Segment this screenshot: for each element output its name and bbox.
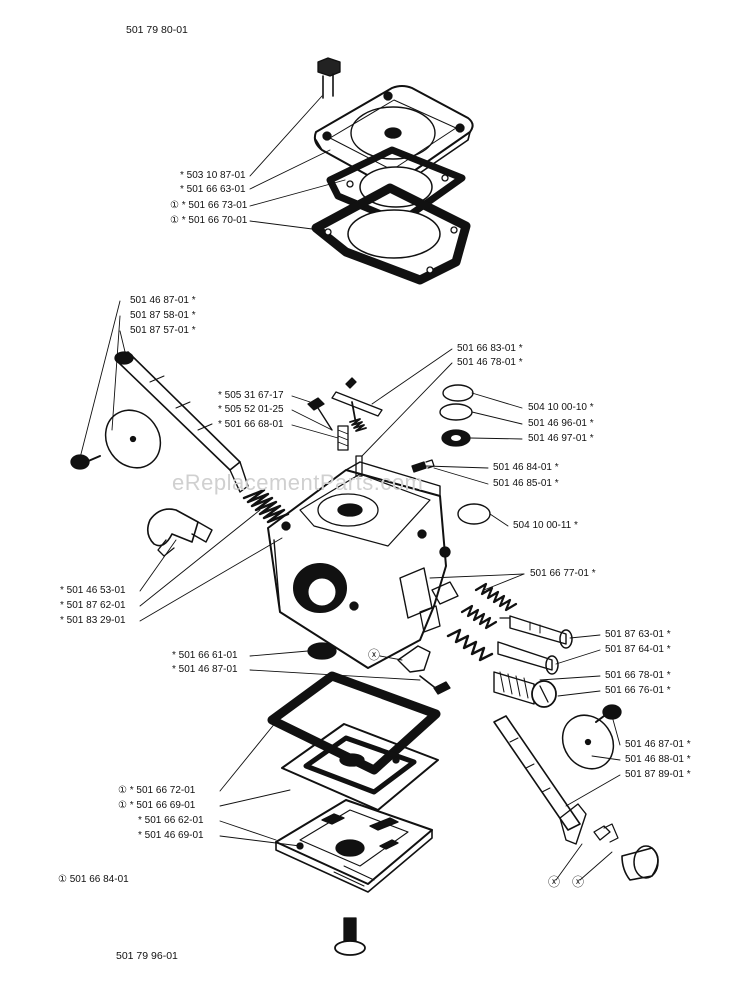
circled-x-marker: ⓧ xyxy=(368,648,381,662)
top-screw xyxy=(317,57,341,99)
header-assembly-number: 501 79 80-01 xyxy=(126,24,188,36)
high-speed-needle xyxy=(499,615,573,649)
part-label: * 501 87 62-01 xyxy=(60,600,126,611)
throttle-washer xyxy=(307,642,337,660)
pump-gasket xyxy=(311,183,471,285)
part-label: 501 87 58-01 * xyxy=(130,310,196,321)
part-label: 501 66 77-01 * xyxy=(530,568,596,579)
metering-cover xyxy=(275,799,433,893)
throttle-lever xyxy=(593,823,659,881)
part-label: 504 10 00-10 * xyxy=(528,402,594,413)
part-label: * 501 46 69-01 xyxy=(138,830,204,841)
part-label: 501 46 88-01 * xyxy=(625,754,691,765)
kit-note-text: 501 66 84-01 xyxy=(69,874,129,885)
spring-middle xyxy=(460,604,498,630)
metering-gasket xyxy=(267,671,441,775)
part-label: * 501 66 63-01 xyxy=(180,184,246,195)
spring-lower xyxy=(446,628,494,662)
part-label: 501 46 78-01 * xyxy=(457,357,523,368)
spring-upper xyxy=(474,582,518,612)
part-label: 501 46 87-01 * xyxy=(625,739,691,750)
part-label: 501 87 57-01 * xyxy=(130,325,196,336)
part-label: 501 66 76-01 * xyxy=(605,685,671,696)
fuel-inlet-elbow xyxy=(146,508,213,557)
swivel-bracket xyxy=(397,645,431,673)
part-label: ① * 501 66 72-01 xyxy=(118,785,196,796)
small-screw xyxy=(411,459,435,473)
idle-screw xyxy=(493,671,557,708)
low-speed-needle xyxy=(497,641,559,675)
leader-lines xyxy=(79,95,621,881)
part-label: 501 66 78-01 * xyxy=(605,670,671,681)
part-label: * 501 46 53-01 xyxy=(60,585,126,596)
throttle-shaft xyxy=(493,715,587,845)
choke-screw xyxy=(70,454,101,470)
inlet-needle xyxy=(337,425,363,477)
kit-symbol: ① xyxy=(58,874,67,885)
cover-screw xyxy=(334,917,366,956)
part-label: 501 46 97-01 * xyxy=(528,433,594,444)
throttle-spring xyxy=(242,488,290,524)
throttle-valve xyxy=(561,714,615,770)
inlet-screen xyxy=(441,429,471,447)
kit-note: ① 501 66 84-01 xyxy=(58,874,129,886)
lever-screw xyxy=(307,397,333,431)
part-label: 501 46 96-01 * xyxy=(528,418,594,429)
part-label: ① * 501 66 69-01 xyxy=(118,800,196,811)
part-label: 501 66 83-01 * xyxy=(457,343,523,354)
part-label: ① * 501 66 70-01 xyxy=(170,215,248,226)
part-label: * 501 83 29-01 xyxy=(60,615,126,626)
part-label: 501 87 63-01 * xyxy=(605,629,671,640)
part-label: * 501 66 62-01 xyxy=(138,815,204,826)
part-label: * 503 10 87-01 xyxy=(180,170,246,181)
welch-plug-small xyxy=(442,384,474,402)
part-label: * 501 66 61-01 xyxy=(172,650,238,661)
welch-plug-large xyxy=(457,503,491,525)
carburetor-body xyxy=(267,461,459,669)
watermark: eReplacementParts.com xyxy=(172,470,424,495)
metering-lever xyxy=(331,377,383,425)
part-label: 501 46 87-01 * xyxy=(130,295,196,306)
part-label: 501 46 85-01 * xyxy=(493,478,559,489)
circled-x-marker: ⓧ xyxy=(548,875,561,889)
screen-filter xyxy=(439,403,473,421)
part-label: * 501 46 87-01 xyxy=(172,664,238,675)
part-label: ① * 501 66 73-01 xyxy=(170,200,248,211)
throttle-stop-screw xyxy=(419,675,451,695)
choke-shaft xyxy=(114,351,249,493)
part-label: * 505 31 67-17 xyxy=(218,390,284,401)
choke-valve xyxy=(104,409,162,469)
lever-spring xyxy=(349,418,367,432)
part-label: 501 46 84-01 * xyxy=(493,462,559,473)
throttle-valve-screw xyxy=(595,704,622,723)
circled-x-marker: ⓧ xyxy=(572,875,585,889)
metering-diaphragm xyxy=(281,723,439,811)
part-label: * 505 52 01-25 xyxy=(218,404,284,415)
part-label: * 501 66 68-01 xyxy=(218,419,284,430)
footer-assembly-number: 501 79 96-01 xyxy=(116,950,178,962)
part-label: 501 87 64-01 * xyxy=(605,644,671,655)
part-label: 501 87 89-01 * xyxy=(625,769,691,780)
part-label: 504 10 00-11 * xyxy=(513,520,578,531)
